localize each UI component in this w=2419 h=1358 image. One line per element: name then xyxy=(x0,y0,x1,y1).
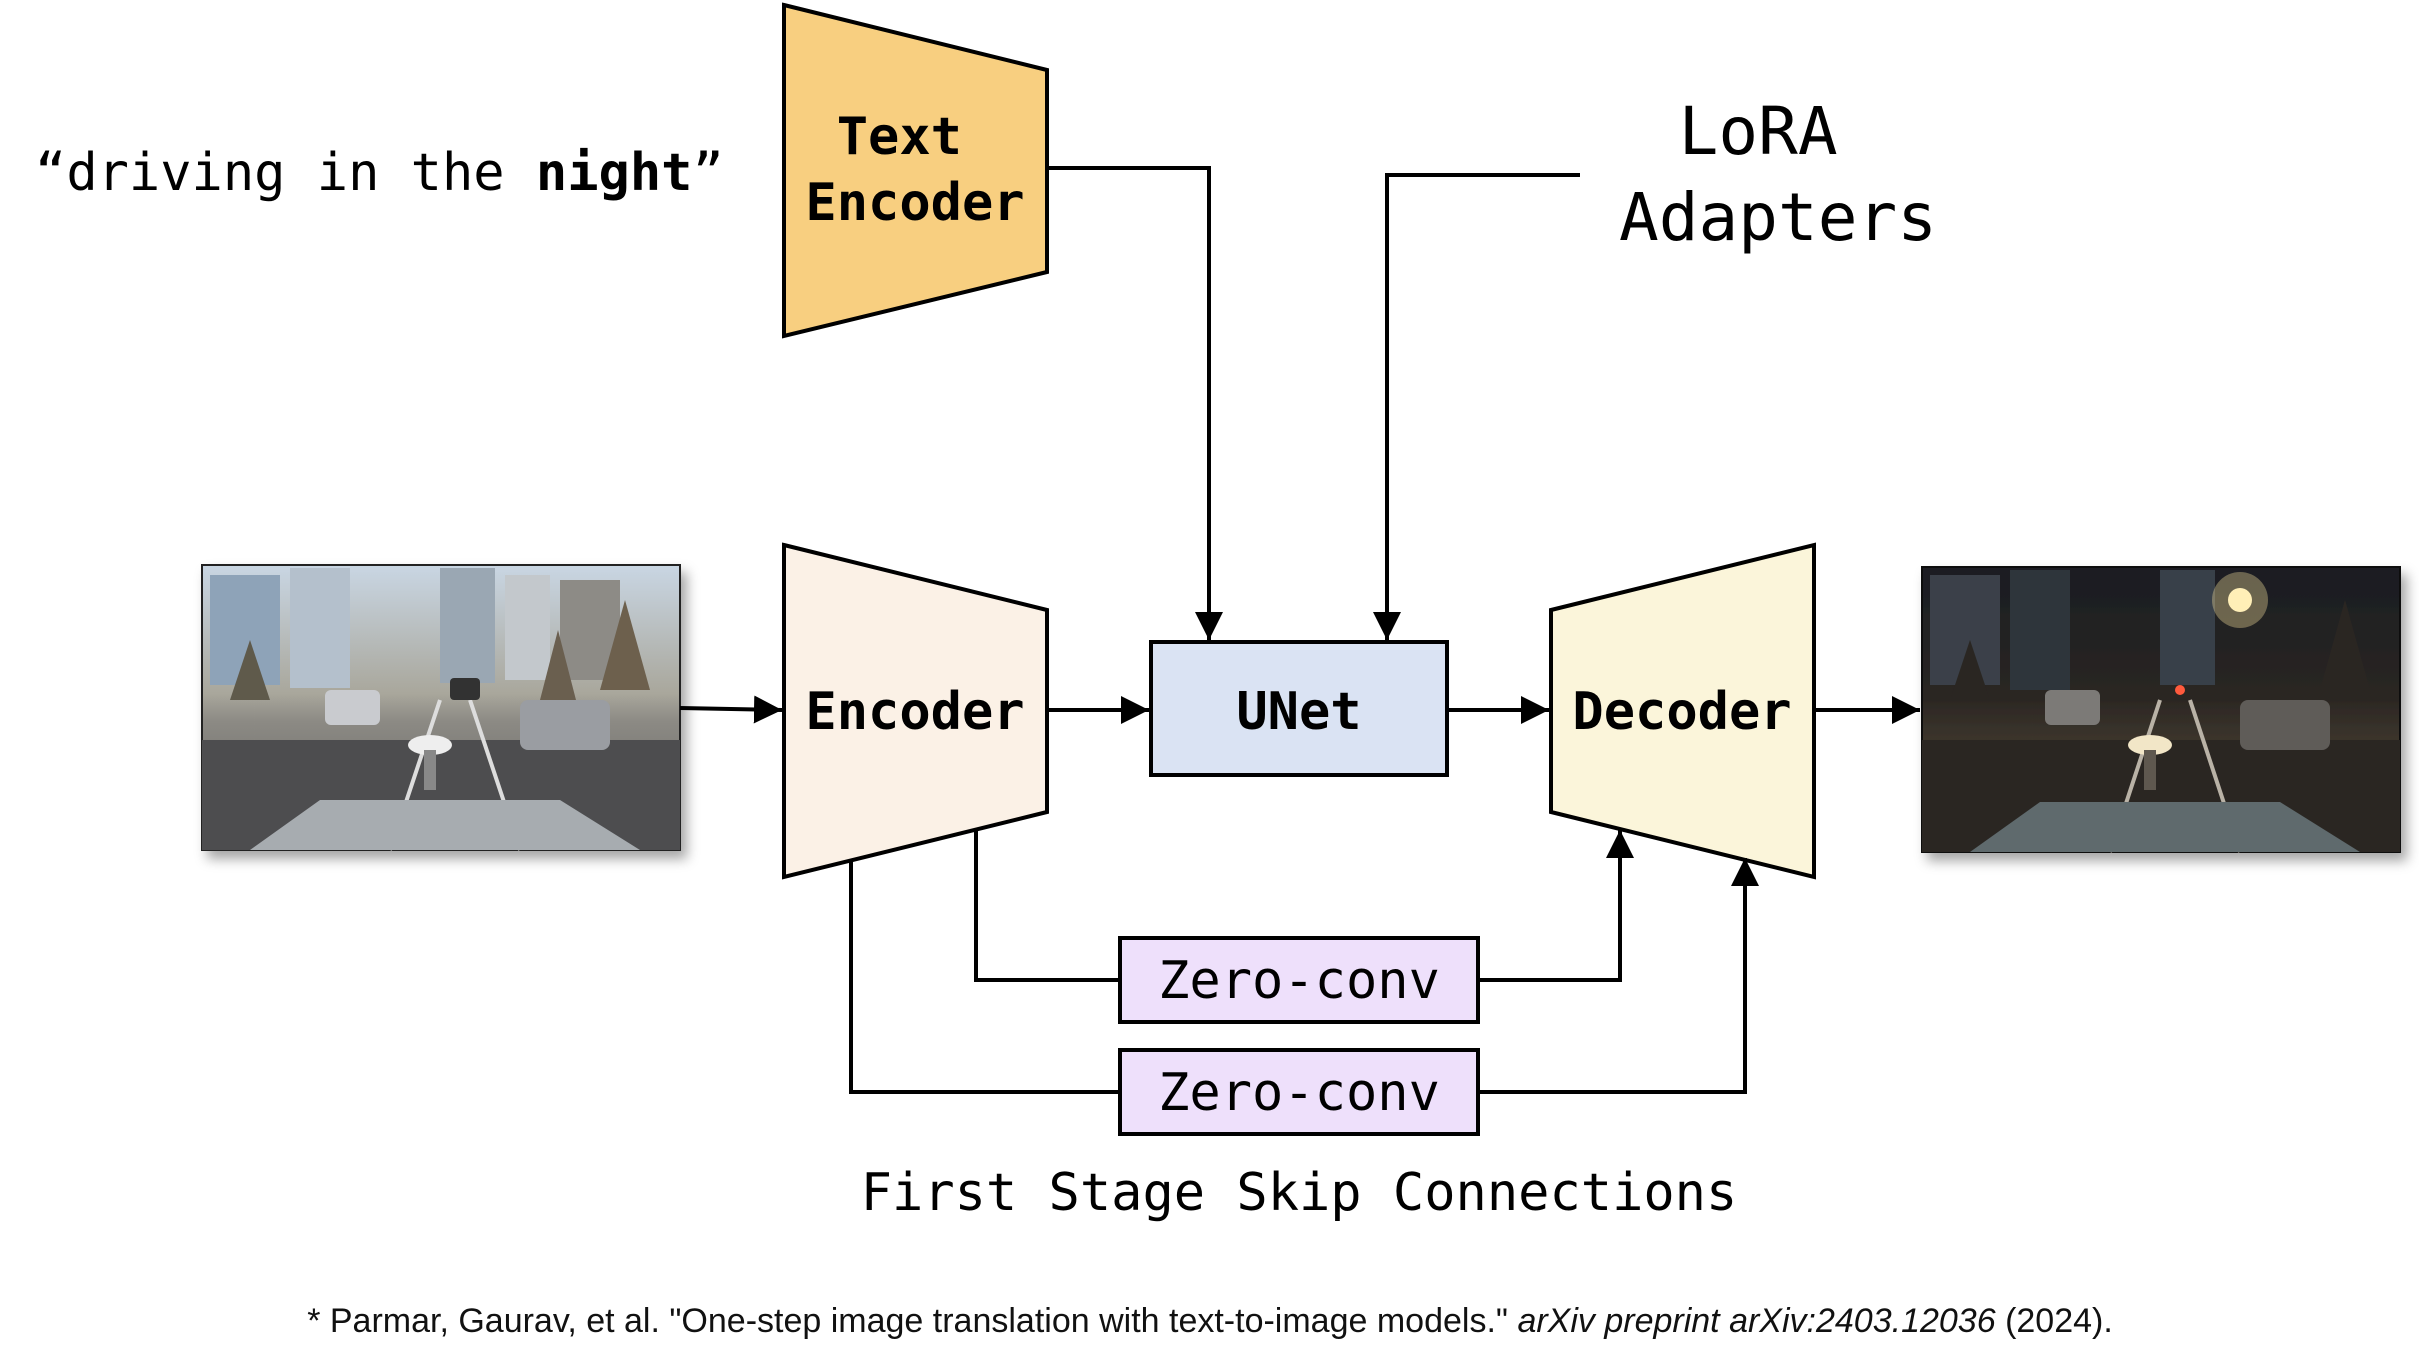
output-image xyxy=(1921,566,2401,853)
encoder-block xyxy=(782,542,1049,880)
unet-block xyxy=(1149,640,1449,777)
text-encoder-label: Text Encoder xyxy=(805,107,1024,233)
skip-line-encoder-to-zero-conv-1 xyxy=(974,828,1120,982)
citation: * Parmar, Gaurav, et al. "One-step image… xyxy=(307,1302,2113,1340)
skip-line-encoder-to-zero-conv-2 xyxy=(849,860,1120,1094)
arrow-lora-to-unet xyxy=(1373,173,1580,640)
arrow-input-to-encoder xyxy=(679,695,783,724)
arrow-text-encoder-to-unet xyxy=(1047,166,1223,640)
skip-connections-caption: First Stage Skip Connections xyxy=(861,1163,1738,1223)
arrow-zero-conv-2-to-decoder xyxy=(1478,858,1759,1094)
encoder-label: Encoder xyxy=(805,682,1024,742)
arrow-zero-conv-1-to-decoder xyxy=(1478,830,1634,982)
decoder-block xyxy=(1549,542,1816,880)
zero-conv-label-2: Zero-conv xyxy=(1158,1063,1440,1123)
input-image xyxy=(201,564,681,851)
zero-conv-block-2 xyxy=(1118,1048,1480,1136)
unet-label: UNet xyxy=(1236,682,1361,742)
decoder-label: Decoder xyxy=(1572,682,1791,742)
prompt-text: “driving in the night” xyxy=(35,143,724,203)
lora-adapters-label: LoRA Adapters xyxy=(1619,93,1937,256)
text-encoder-block xyxy=(782,2,1049,339)
zero-conv-label-1: Zero-conv xyxy=(1158,951,1440,1011)
